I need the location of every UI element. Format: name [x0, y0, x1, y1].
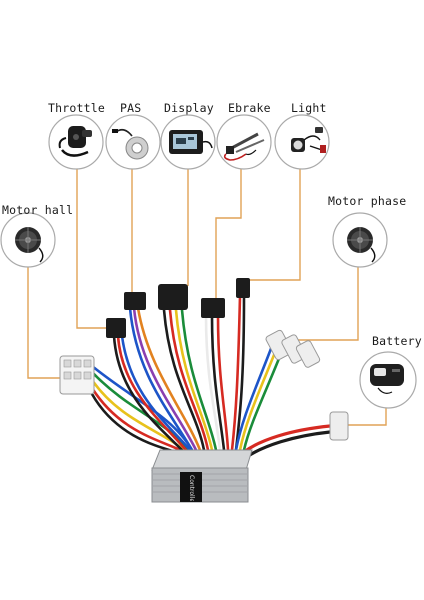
label-ebrake: Ebrake: [228, 101, 271, 115]
controller-box: [151, 449, 253, 503]
label-throttle: Throttle: [48, 101, 105, 115]
label-pas: PAS: [120, 101, 142, 115]
controller-name: Controller: [188, 475, 195, 501]
leader-ebrake: [215, 165, 242, 300]
leader-lines: [27, 165, 387, 426]
motor-phase-connector: [295, 340, 321, 368]
thumb-throttle-icon: [58, 126, 92, 157]
label-battery: Battery: [372, 334, 422, 348]
label-motor-hall: Motor hall: [2, 203, 74, 217]
label-motor-phase: Motor phase: [328, 194, 407, 208]
ebrake-connector: [201, 298, 225, 318]
battery-pack-icon: [370, 364, 404, 394]
leader-light: [246, 165, 301, 281]
hub-motor-icon: [347, 227, 376, 263]
wire-bundle: [90, 294, 332, 458]
leader-motor-phase: [296, 265, 359, 341]
leader-throttle: [76, 165, 112, 329]
brake-lever-icon: [223, 132, 265, 161]
label-light: Light: [291, 101, 327, 115]
light-connector: [236, 278, 250, 298]
lcd-display-icon: [169, 130, 213, 154]
label-display: Display: [164, 101, 214, 115]
display-connector: [158, 284, 188, 310]
battery-connector: [329, 411, 349, 441]
connectors: [59, 278, 349, 441]
throttle-connector: [106, 318, 126, 338]
pas-sensor-icon: [112, 128, 149, 160]
leader-motor-hall: [27, 265, 62, 379]
hub-motor-icon: [15, 227, 44, 263]
pas-connector: [124, 292, 146, 310]
headlight-icon: [291, 127, 326, 153]
